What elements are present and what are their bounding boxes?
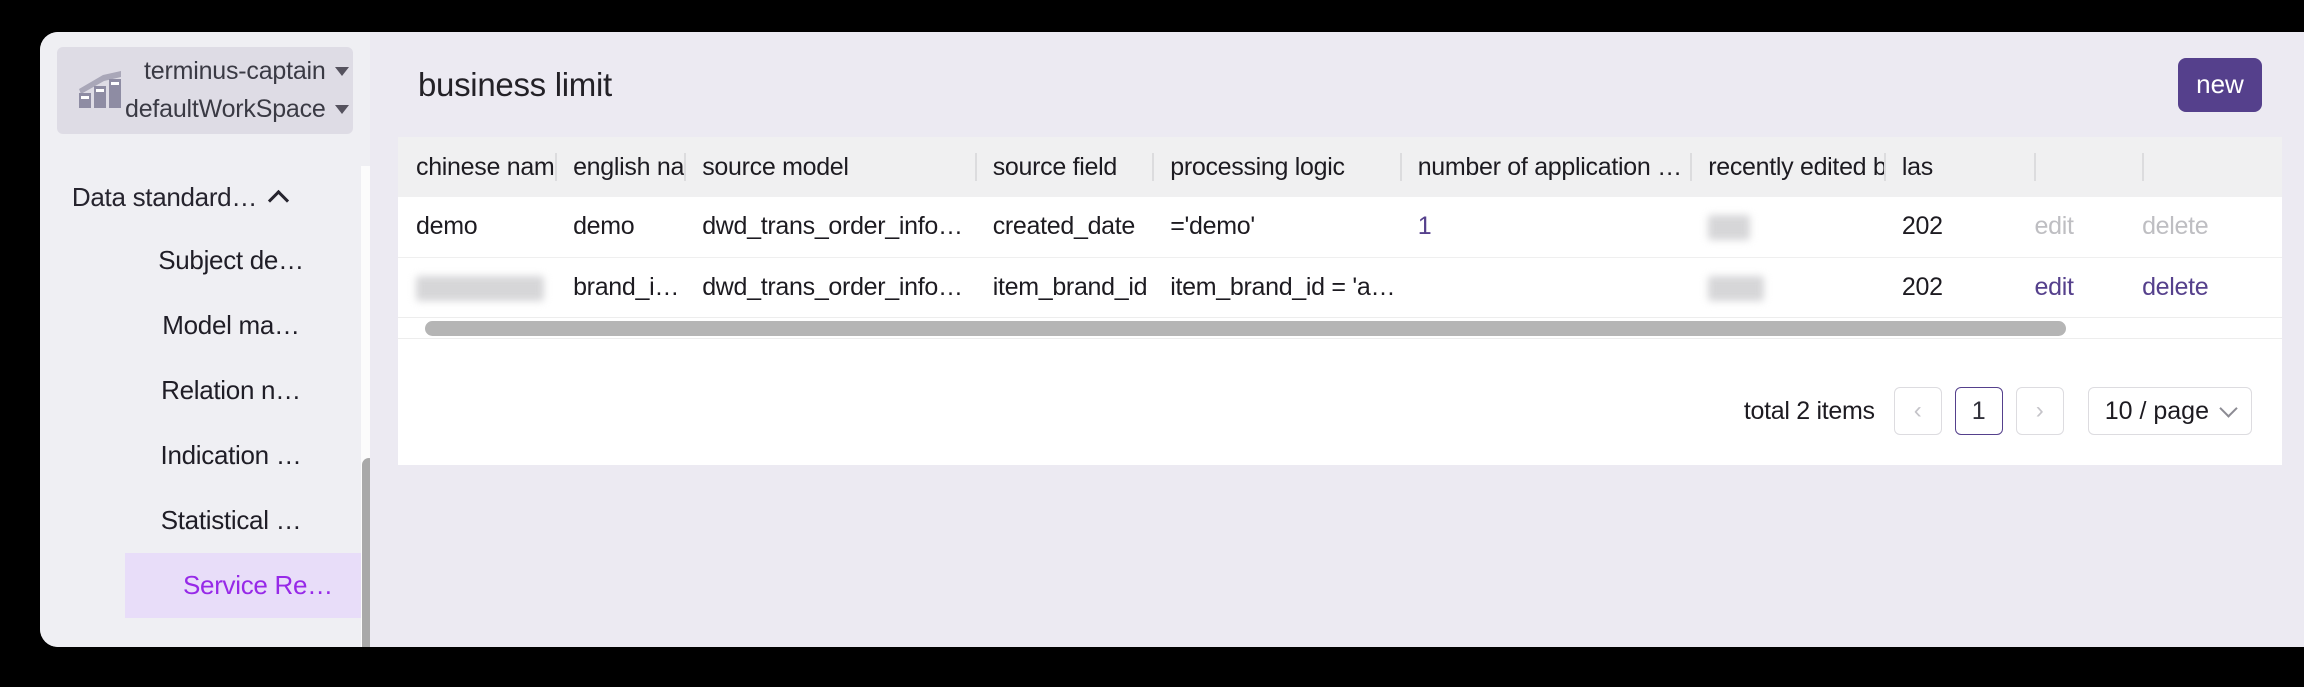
sidebar-scrollbar-track[interactable] (361, 166, 370, 647)
page-header: business limit new (398, 32, 2304, 137)
cell-recently-edited-by (1690, 197, 1884, 257)
cell-last-edited: 202 (1901, 212, 1943, 241)
sidebar-nav-scroll-area: Data standard… Subject de… Model ma… Rel… (40, 166, 370, 647)
cell-recently-edited-by (1690, 257, 1884, 317)
column-header-recently-edited-by[interactable]: recently edited by (1690, 137, 1884, 197)
table-row[interactable]: brand_id_test dwd_trans_order_info_… ite… (398, 257, 2282, 317)
new-button[interactable]: new (2178, 57, 2262, 112)
sidebar-nav-list: Data standard… Subject de… Model ma… Rel… (40, 166, 370, 618)
workspace-selector-row[interactable]: defaultWorkSpace (125, 91, 349, 129)
sidebar-item-service-requirement[interactable]: Service Re… (125, 553, 370, 618)
pagination: total 2 items ‹ 1 › 10 / page (1744, 387, 2252, 435)
sidebar-item-label: Model ma… (162, 310, 300, 340)
cell-source-model: dwd_trans_order_info_… (702, 272, 975, 301)
app-window: terminus-captain defaultWorkSpace Data s… (40, 32, 2304, 647)
column-header-application-count[interactable]: number of application … (1399, 137, 1691, 197)
edit-link[interactable]: edit (2034, 272, 2074, 301)
org-name: terminus-captain (144, 57, 326, 85)
sidebar: terminus-captain defaultWorkSpace Data s… (40, 32, 370, 647)
sidebar-item-label: Service Re… (183, 570, 333, 600)
redacted-value (1708, 275, 1765, 301)
column-header-source-model[interactable]: source model (684, 137, 975, 197)
column-header-source-field[interactable]: source field (974, 137, 1153, 197)
workspace-name: defaultWorkSpace (125, 95, 326, 123)
cell-edit-action: edit (2034, 197, 2142, 257)
sidebar-item-subject[interactable]: Subject de… (40, 228, 370, 293)
cell-processing-logic: item_brand_id = 'abc' (1170, 272, 1400, 301)
column-header-chinese-name[interactable]: chinese name (416, 152, 556, 181)
sidebar-group-label: Data standard… (71, 181, 258, 212)
sidebar-item-model[interactable]: Model ma… (40, 293, 370, 358)
pagination-total: total 2 items (1743, 396, 1875, 425)
cell-source-field: item_brand_id (992, 272, 1148, 301)
bar-chart-growth-icon (77, 67, 125, 114)
cell-delete-action: delete (2142, 257, 2282, 317)
cell-chinese-name (398, 257, 555, 317)
cell-edit-action: edit (2034, 257, 2142, 317)
main-content: business limit new (370, 32, 2304, 647)
cell-chinese-name: demo (416, 212, 478, 241)
table-horizontal-scrollbar-thumb[interactable] (425, 321, 2066, 336)
column-header-actions (2142, 137, 2282, 197)
cell-last-edited: 202 (1901, 272, 1943, 301)
table-horizontal-scrollbar-track[interactable] (398, 317, 2282, 339)
cell-application-count[interactable] (1400, 257, 1691, 317)
cell-processing-logic: ='demo' (1170, 212, 1255, 241)
column-header-actions-spacer (2034, 137, 2142, 197)
edit-link[interactable]: edit (2034, 212, 2074, 241)
chevron-right-icon: › (2035, 397, 2044, 424)
cell-source-field: created_date (992, 212, 1136, 241)
sidebar-group-data-standard[interactable]: Data standard… (40, 166, 370, 228)
redacted-value (1708, 215, 1751, 241)
delete-link[interactable]: delete (2142, 212, 2209, 241)
redacted-value (416, 275, 544, 301)
column-header-last-edited[interactable]: las (1883, 137, 2035, 197)
pagination-page-1[interactable]: 1 (1954, 387, 2003, 435)
table-card: chinese name english name source model s… (398, 137, 2282, 465)
chevron-down-icon (2219, 398, 2238, 418)
column-header-english-name[interactable]: english name (555, 137, 684, 197)
table-header-row: chinese name english name source model s… (398, 137, 2282, 197)
workspace-selector[interactable]: terminus-captain defaultWorkSpace (57, 47, 353, 134)
chevron-down-icon (334, 105, 349, 114)
sidebar-item-label: Statistical … (160, 505, 302, 535)
page-size-label: 10 / page (2104, 396, 2209, 425)
column-header-processing-logic[interactable]: processing logic (1152, 137, 1399, 197)
table-row[interactable]: demo demo dwd_trans_order_info1… created… (398, 197, 2282, 257)
business-limit-table: chinese name english name source model s… (398, 137, 2282, 317)
chevron-down-icon (334, 67, 349, 76)
sidebar-item-statistical[interactable]: Statistical … (40, 488, 370, 553)
sidebar-item-label: Subject de… (158, 245, 304, 275)
chevron-left-icon: ‹ (1913, 397, 1922, 424)
cell-delete-action: delete (2142, 197, 2282, 257)
sidebar-item-relation[interactable]: Relation n… (40, 358, 370, 423)
page-size-select[interactable]: 10 / page (2087, 387, 2252, 435)
cell-english-name: brand_id_test (573, 272, 684, 301)
sidebar-item-label: Indication … (160, 440, 302, 470)
pagination-next-button[interactable]: › (2015, 387, 2064, 435)
cell-application-count[interactable]: 1 (1417, 212, 1432, 241)
page-title: business limit (418, 65, 612, 103)
pagination-prev-button[interactable]: ‹ (1893, 387, 1942, 435)
delete-link[interactable]: delete (2142, 272, 2209, 301)
sidebar-item-indication[interactable]: Indication … (40, 423, 370, 488)
chevron-up-icon (267, 189, 290, 211)
sidebar-scrollbar-thumb[interactable] (362, 458, 370, 647)
cell-source-model: dwd_trans_order_info1… (702, 212, 975, 241)
org-selector-row[interactable]: terminus-captain (144, 53, 349, 91)
cell-english-name: demo (573, 212, 635, 241)
sidebar-item-label: Relation n… (161, 375, 301, 405)
